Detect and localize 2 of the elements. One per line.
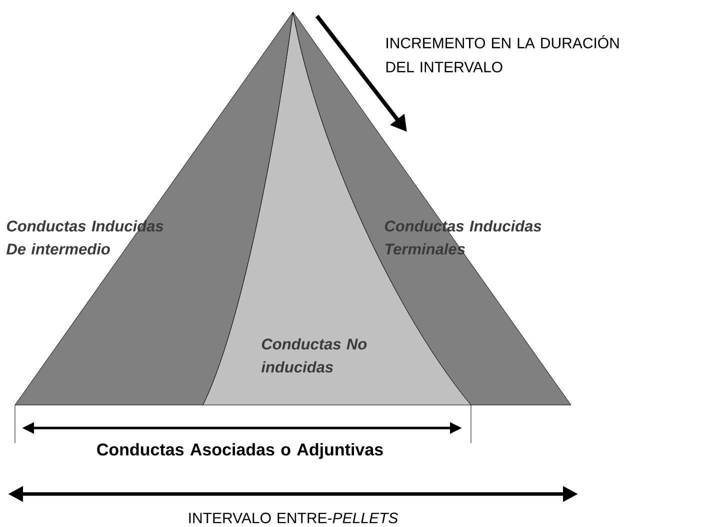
dimension-label: INTERVALO ENTRE-PELLETS	[189, 512, 398, 524]
dimension-label: Conductas Asociadas o Adjuntivas	[97, 443, 383, 459]
